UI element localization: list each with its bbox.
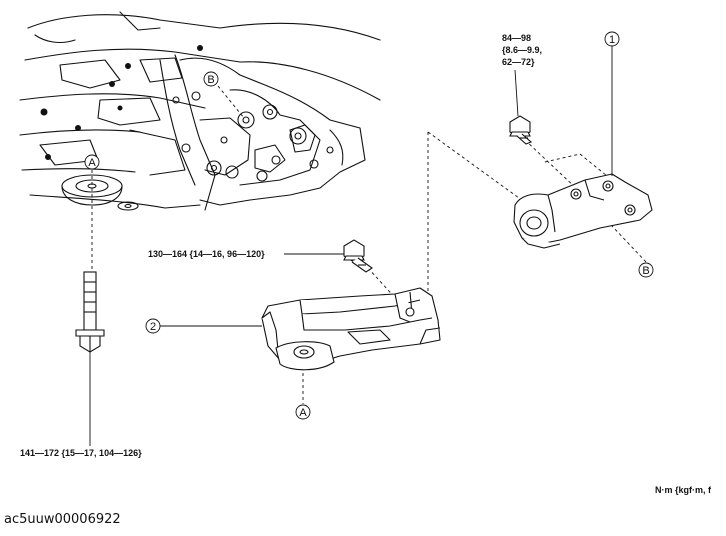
callout-part-1: 1: [604, 31, 620, 47]
callout-a-lower: A: [295, 404, 311, 420]
torque-label-mid-bolt: 130—164 {14—16, 96—120}: [148, 249, 265, 259]
svg-text:A: A: [88, 157, 96, 169]
svg-text:1: 1: [609, 34, 615, 46]
frame-holes: [40, 45, 203, 160]
part-1-upper-mount-bracket: [513, 173, 653, 249]
callout-b-lower: B: [638, 262, 654, 278]
torque-label-upper-bolt-line1: 84—98: [502, 33, 531, 43]
torque-label-upper-bolt-line3: 62—72}: [502, 57, 535, 67]
svg-text:A: A: [299, 407, 307, 419]
callout-b-upper: B: [203, 71, 219, 87]
svg-text:B: B: [642, 265, 649, 277]
leader-lines: [89, 46, 613, 446]
svg-text:B: B: [207, 74, 214, 86]
part-2-lower-mount: [261, 287, 441, 371]
torque-unit-note: N·m {kgf·m, f: [655, 485, 712, 495]
vehicle-frame-illustration: [19, 11, 381, 211]
mid-bolt: [343, 239, 373, 273]
callout-a-upper: A: [84, 154, 100, 170]
torque-label-long-bolt: 141—172 {15—17, 104—126}: [20, 448, 142, 458]
svg-text:2: 2: [150, 321, 156, 333]
document-id: ac5uuw00006922: [4, 512, 121, 527]
long-bolt: [75, 271, 105, 353]
callout-part-2: 2: [145, 318, 161, 334]
torque-label-upper-bolt-line2: {8.6—9.9,: [502, 45, 542, 55]
upper-bolt: [509, 115, 533, 145]
